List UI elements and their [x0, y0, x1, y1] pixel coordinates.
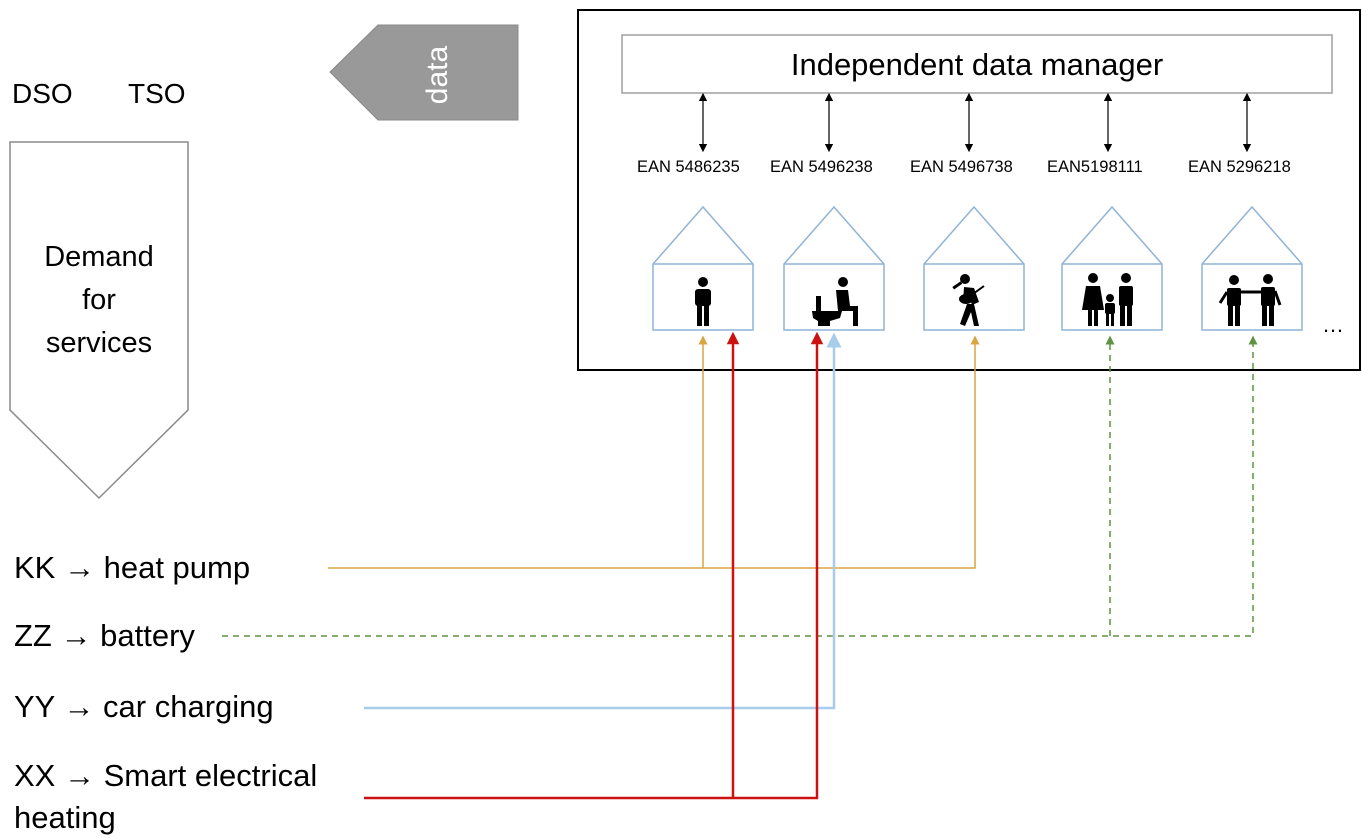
person-standing-icon [695, 277, 711, 326]
ean-label: EAN 5496238 [770, 158, 873, 176]
dso-label: DSO [12, 78, 73, 109]
data-manager-title: Independent data manager [790, 47, 1164, 82]
person-playing-guitar-icon [952, 274, 985, 326]
service-label-smart-heating: XX → Smart electrical [14, 758, 318, 793]
demand-label: Demand for services [44, 241, 154, 359]
data-flow-arrow [329, 24, 519, 121]
house-outline [923, 205, 1025, 331]
house-outline [783, 205, 885, 331]
house-outline [652, 205, 754, 331]
smart-heating-connector [364, 331, 824, 800]
more-households-ellipsis: … [1322, 312, 1344, 337]
data-arrow-label: data [421, 45, 454, 105]
service-label-car-charging: YY → car charging [14, 689, 274, 724]
family-icon [1082, 273, 1133, 326]
ean-label: EAN 5296218 [1188, 158, 1291, 176]
ean-label: EAN 5496738 [910, 158, 1013, 176]
service-label-battery: ZZ → battery [14, 618, 195, 653]
service-label-heat-pump: KK → heat pump [14, 550, 251, 585]
house-outline [1201, 205, 1303, 331]
demand-arrow [9, 141, 189, 500]
tso-label: TSO [128, 78, 186, 109]
service-label-smart-heating-line2: heating [14, 800, 116, 835]
battery-connector [222, 335, 1258, 637]
person-on-toilet-icon [812, 277, 858, 326]
data-manager-box [621, 34, 1333, 94]
ean-label: EAN 5486235 [637, 158, 740, 176]
car-charging-connector [364, 332, 842, 710]
ean-label: EAN5198111 [1047, 158, 1143, 176]
platform-box [577, 9, 1361, 371]
handshake-people-icon [1218, 274, 1282, 326]
heat-pump-connector [328, 335, 980, 569]
